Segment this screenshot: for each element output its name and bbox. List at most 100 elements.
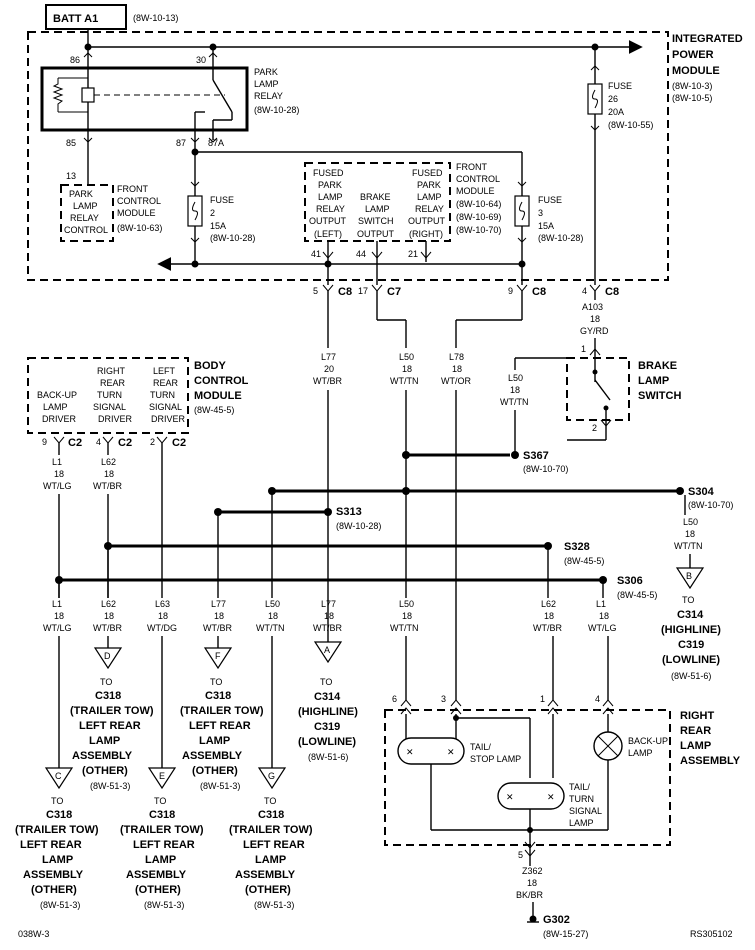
fuse2-num: 2 (210, 208, 215, 218)
offpage-a-ref: (8W-51-6) (308, 752, 348, 762)
fcm-relay-control-box (60, 184, 114, 242)
lamp-pin-1: 1 (540, 694, 545, 704)
bls-title-2: LAMP (638, 375, 669, 387)
offpage-a-letter: A (324, 645, 330, 655)
pin-87: 87 (176, 138, 186, 148)
offpage-g-l4: LAMP (255, 854, 286, 866)
tail-turn-signal-lamp (497, 782, 565, 810)
offpage-f-l4: LAMP (199, 735, 230, 747)
fcm-rc-1: PARK (69, 189, 93, 199)
offpage-c-letter: C (55, 771, 62, 781)
wire-l62-b-id: L62 (101, 599, 116, 609)
ground-ref: (8W-15-27) (543, 929, 588, 939)
offpage-d-l1: C318 (95, 690, 121, 702)
wire-l1-r-id: L1 (596, 599, 606, 609)
offpage-c-l2: (TRAILER TOW) (15, 824, 99, 836)
wire-a103-color: GY/RD (580, 326, 609, 336)
offpage-a-l2: (HIGHLINE) (298, 706, 358, 718)
pin-87a: 87A (208, 138, 224, 148)
bls-pin-2: 2 (592, 423, 597, 433)
wire-l1-gauge: 18 (54, 469, 64, 479)
fcm-out-l-1: FUSED (313, 168, 344, 178)
wire-l78-color: WT/OR (441, 376, 471, 386)
bls-title-3: SWITCH (638, 390, 681, 402)
fcm-side-1: FRONT (456, 162, 487, 172)
offpage-g-letter: G (268, 771, 275, 781)
ipm-title-1: INTEGRATED (672, 33, 743, 45)
offpage-c-ref: (8W-51-3) (40, 900, 80, 910)
fcm-side-2: CONTROL (456, 174, 500, 184)
offpage-d-l3: LEFT REAR (79, 720, 141, 732)
offpage-g-l2: (TRAILER TOW) (229, 824, 313, 836)
wire-z362-color: BK/BR (516, 890, 544, 900)
rrla-title-2: REAR (680, 725, 711, 737)
offpage-e-to: TO (154, 796, 166, 806)
bls-pin-1: 1 (581, 344, 586, 354)
rrla-title-4: ASSEMBLY (680, 755, 741, 767)
wire-l50-g-id: L50 (265, 599, 280, 609)
wire-l1-b-gauge: 18 (54, 611, 64, 621)
conn-17-pin: 17 (358, 286, 368, 296)
lamp-pin-6: 6 (392, 694, 397, 704)
bcm-d3-1: LEFT (153, 366, 176, 376)
wire-l50-bls-id: L50 (508, 373, 523, 383)
fcm-pin-13: 13 (66, 171, 76, 181)
offpage-c (44, 767, 74, 790)
offpage-f (203, 647, 233, 670)
wire-l77-a-color: WT/BR (313, 623, 342, 633)
offpage-b-ref: (8W-51-6) (671, 671, 711, 681)
ground-g302: G302 (543, 914, 570, 926)
relay-switch-arm (212, 79, 233, 113)
offpage-e-ref: (8W-51-3) (144, 900, 184, 910)
bcm-d1-3: DRIVER (42, 414, 77, 424)
fcm-out-r-3: LAMP (417, 192, 442, 202)
park-lamp-relay-box (40, 66, 249, 132)
ipm-title-2: POWER (672, 49, 714, 61)
offpage-a-l1: C314 (314, 691, 341, 703)
wire-l62-r-color: WT/BR (533, 623, 562, 633)
wire-l50-id: L50 (399, 352, 414, 362)
bcm-c2-a: C2 (68, 437, 82, 449)
body-control-module-box (27, 357, 189, 434)
conn-c8-b: C8 (532, 286, 546, 298)
bcm-d3-3: TURN (150, 390, 175, 400)
wire-l50-b-gauge: 18 (685, 529, 695, 539)
offpage-f-l5: ASSEMBLY (182, 750, 243, 762)
splice-s313-ref: (8W-10-28) (336, 521, 381, 531)
bcm-pin-2: 2 (150, 437, 155, 447)
offpage-f-l6: (OTHER) (192, 765, 238, 777)
bcm-d2-3: TURN (97, 390, 122, 400)
fuse2-label: FUSE (210, 195, 234, 205)
fcm-out-r-5: OUTPUT (408, 216, 446, 226)
wire-l62-b-color: WT/BR (93, 623, 122, 633)
offpage-e-l1: C318 (149, 809, 175, 821)
wire-l77-f-id: L77 (211, 599, 226, 609)
fcm-out-m-4: OUTPUT (357, 229, 395, 239)
bcm-d1-2: LAMP (43, 402, 68, 412)
fcm-out-l-2: PARK (318, 180, 342, 190)
relay-label-2: LAMP (254, 79, 279, 89)
offpage-d-l4: LAMP (89, 735, 120, 747)
offpage-f-l3: LEFT REAR (189, 720, 251, 732)
wire-l62-id: L62 (101, 457, 116, 467)
bcm-title-2: CONTROL (194, 375, 249, 387)
offpage-g-l6: (OTHER) (245, 884, 291, 896)
bcm-title-1: BODY (194, 360, 226, 372)
fcm-side-3: MODULE (456, 186, 495, 196)
fcm-side-ref2: (8W-10-69) (456, 212, 501, 222)
footer-left-code: 038W-3 (18, 929, 49, 939)
wire-l50-bls-gauge: 18 (510, 385, 520, 395)
rrla-title-3: LAMP (680, 740, 711, 752)
pin-30: 30 (196, 55, 206, 65)
x-mark: ✕ (547, 792, 555, 802)
conn-5-pin: 5 (313, 286, 318, 296)
bcm-pin-4: 4 (96, 437, 101, 447)
bcm-c2-b: C2 (118, 437, 132, 449)
backup-label-2: LAMP (628, 748, 653, 758)
wire-l77-a-gauge: 18 (324, 611, 334, 621)
wire-l77-a-id: L77 (321, 599, 336, 609)
offpage-b (675, 567, 705, 590)
offpage-c-l5: ASSEMBLY (23, 869, 84, 881)
splice-s304: S304 (688, 486, 715, 498)
